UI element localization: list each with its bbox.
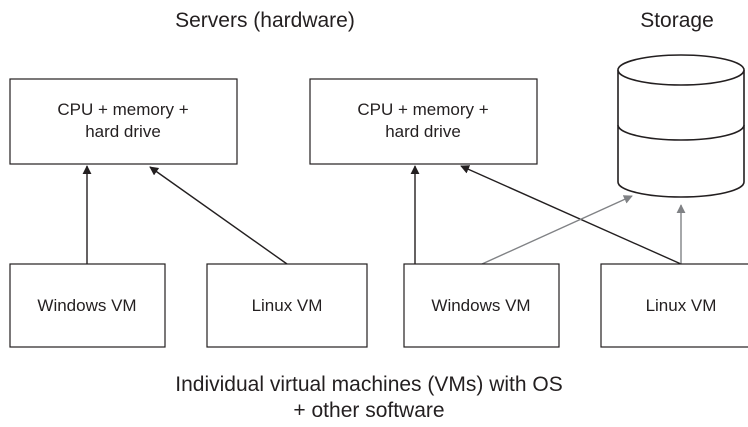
vm-box-windows-1: Windows VM (9, 263, 166, 348)
server-2-label-line2: hard drive (385, 122, 461, 141)
arrows (82, 165, 686, 265)
vm-box-windows-2: Windows VM (403, 263, 560, 348)
arrow-linux-vm-1-to-server-1 (149, 166, 288, 265)
vm-1-label: Windows VM (37, 296, 136, 315)
storage-heading: Storage (640, 9, 714, 32)
vm-2-label: Linux VM (252, 296, 323, 315)
arrow-windows-vm-2-to-storage (481, 195, 633, 265)
server-box-1: CPU + memory + hard drive (9, 78, 238, 165)
arrow-linux-vm-2-to-server-2 (460, 165, 682, 265)
vm-box-linux-1: Linux VM (206, 263, 368, 348)
caption-line2: + other software (293, 399, 444, 422)
vm-3-label: Windows VM (431, 296, 530, 315)
server-1-label-line2: hard drive (85, 122, 161, 141)
vm-4-label: Linux VM (646, 296, 717, 315)
server-box-2: CPU + memory + hard drive (309, 78, 538, 165)
servers-heading: Servers (hardware) (175, 9, 355, 32)
storage-cylinder-icon (617, 54, 745, 198)
caption-line1: Individual virtual machines (VMs) with O… (175, 373, 562, 396)
server-1-label-line1: CPU + memory + (57, 100, 188, 119)
vm-box-linux-2: Linux VM (600, 263, 748, 348)
server-2-label-line1: CPU + memory + (357, 100, 488, 119)
